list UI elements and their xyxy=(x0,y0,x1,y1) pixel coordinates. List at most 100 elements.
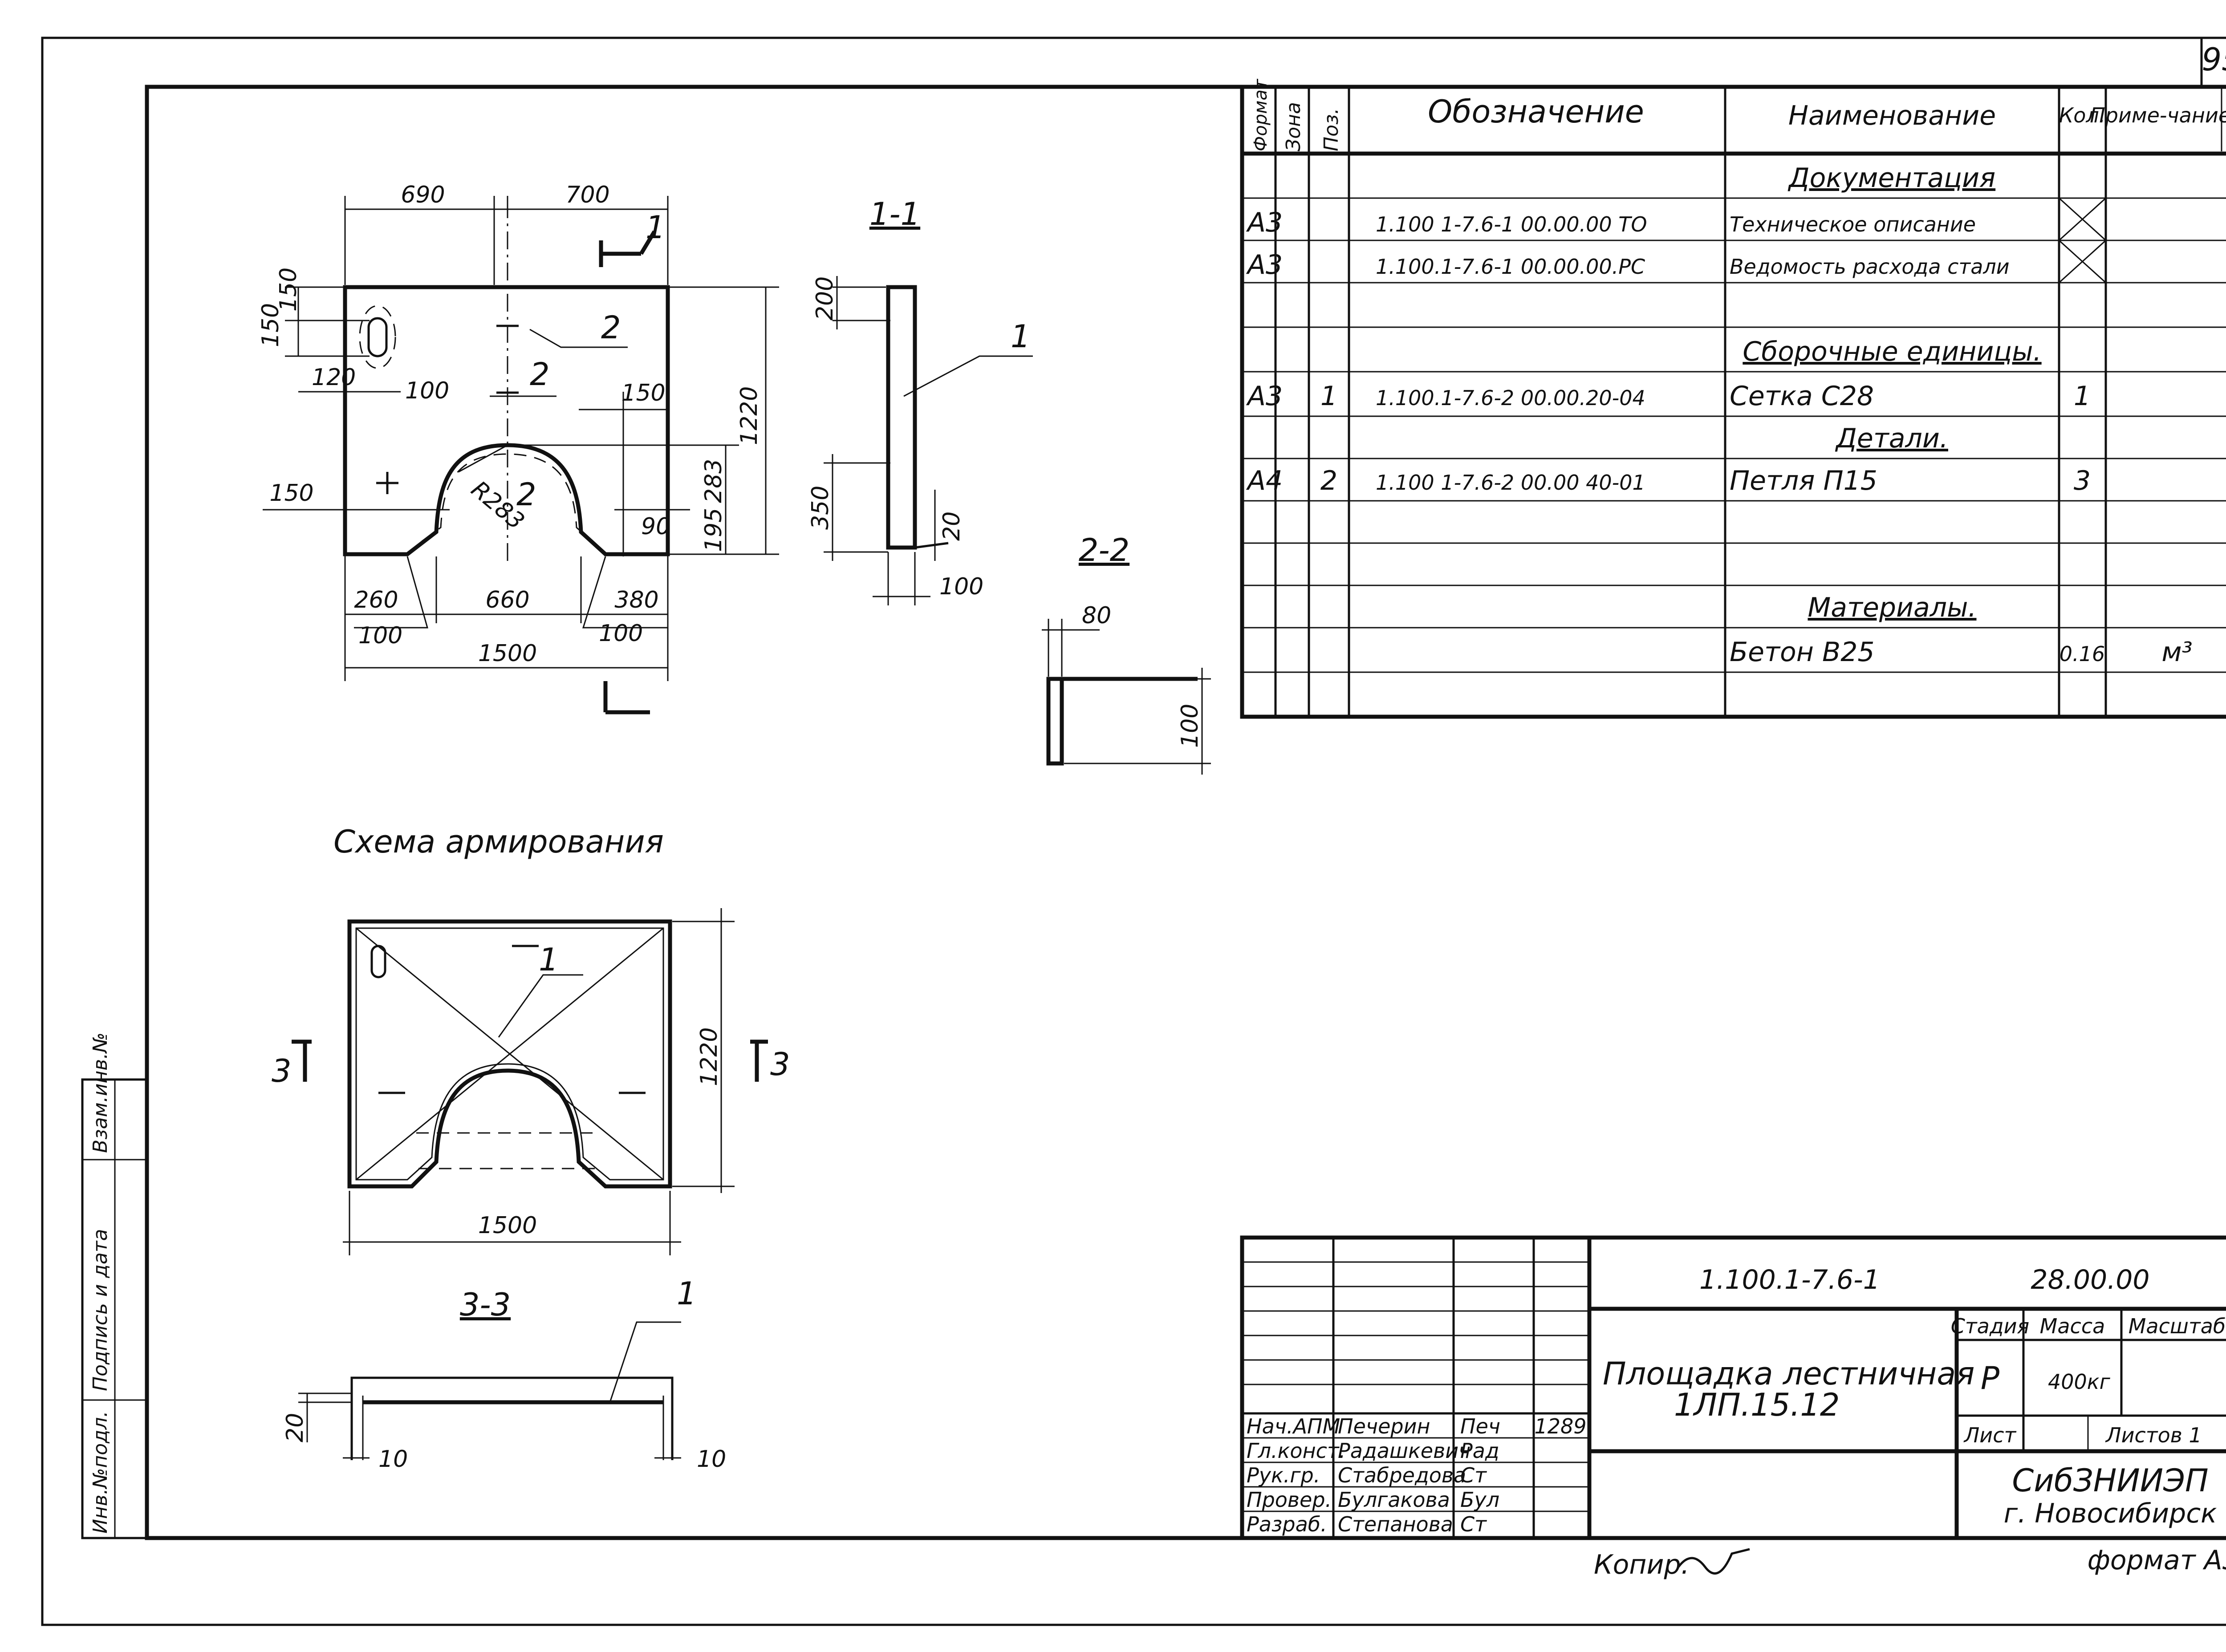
spec-cell-designation: 1.100.1-7.6-2 00.00.20-04 xyxy=(1376,386,1645,410)
dim-150-d: 150 xyxy=(621,380,665,406)
side-inv-no: Инв.№подл. xyxy=(89,1411,112,1534)
cut-mark-3-left xyxy=(292,1039,312,1082)
section-3-3-dim-10-b: 10 xyxy=(697,1446,726,1473)
tb-person: Булгакова xyxy=(1338,1488,1450,1512)
spec-cell-cross xyxy=(2058,239,2107,284)
spec-header-designation: Обозначение xyxy=(1428,93,1644,130)
tb-stage-value: Р xyxy=(1981,1360,2000,1396)
cut-label-3-right: 3 xyxy=(770,1046,790,1083)
section-3-3-dim-20: 20 xyxy=(282,1413,309,1442)
spec-cell-qty: 1 xyxy=(2074,381,2091,412)
tb-role: Разраб. xyxy=(1247,1512,1327,1536)
section-1-1-title: 1-1 xyxy=(869,196,920,232)
tb-sign: Рад xyxy=(1460,1439,1499,1463)
spec-row: А3 1.100.1-7.6-1 00.00.00.РС Ведомость р… xyxy=(1246,239,2107,284)
cut-label-1-top: 1 xyxy=(646,209,666,246)
tb-role-row: Рук.гр. Стабредова Ст xyxy=(1247,1463,1487,1487)
tb-role-row: Провер. Булгакова Бул xyxy=(1247,1488,1499,1512)
section-3-3: 3-3 20 10 10 1 xyxy=(282,1275,726,1473)
scheme-title: Схема армирования xyxy=(333,824,664,860)
spec-row: А3 1.100 1-7.6-1 00.00.00 ТО Техническое… xyxy=(1246,197,2107,241)
plan-small-opening xyxy=(367,317,388,357)
tb-role: Провер. xyxy=(1247,1488,1332,1512)
section-1-1: 1-1 200 350 20 100 1 xyxy=(807,196,1033,605)
format-label: формат А3 xyxy=(2088,1545,2226,1576)
spec-cell-pos: 1 xyxy=(1320,381,1337,412)
spec-cell-qty: 0.16 xyxy=(2059,642,2105,666)
dim-660: 660 xyxy=(485,587,529,613)
spec-row: Бетон В25 0.16 м³ xyxy=(1730,637,2193,668)
tb-person: Печерин xyxy=(1338,1414,1430,1438)
reinforcement-scheme: Схема армирования 1 1220 1500 3 3 xyxy=(272,824,790,1255)
side-sign-date: Подпись и дата xyxy=(89,1229,112,1391)
tb-role: Нач.АПМ xyxy=(1247,1414,1340,1438)
cut-mark-3-right xyxy=(750,1039,768,1082)
spec-header-zone: Зона xyxy=(1282,102,1305,151)
spec-cell-name: Техническое описание xyxy=(1730,212,1976,236)
tb-code: 1.100.1-7.6-1 xyxy=(1699,1264,1880,1295)
spec-cell-designation: 1.100 1-7.6-2 00.00 40-01 xyxy=(1376,471,1645,495)
copy-label: Копир. xyxy=(1594,1549,1690,1580)
spec-cell-format: А3 xyxy=(1246,249,1283,280)
dim-260: 260 xyxy=(354,587,398,613)
spec-row: Детали. xyxy=(1835,423,1948,454)
spec-row: Сборочные единицы. xyxy=(1743,336,2041,367)
spec-table: Формат Зона Поз. Обозначение Наименовани… xyxy=(1240,78,2226,719)
dim-690: 690 xyxy=(401,182,445,208)
plan-pos-2-b: 2 xyxy=(530,356,550,393)
tb-sign: Печ xyxy=(1460,1414,1500,1438)
tb-code-suffix: 28.00.00 xyxy=(2031,1264,2149,1295)
spec-cell-name: Сетка С28 xyxy=(1730,381,1874,412)
spec-header-note: Приме-чание. xyxy=(2090,103,2226,127)
dim-700: 700 xyxy=(565,182,609,208)
spec-row: Материалы. xyxy=(1808,592,1976,623)
spec-header-pos: Поз. xyxy=(1320,108,1343,151)
cut-mark-1-top xyxy=(599,230,656,267)
spec-cell-designation: 1.100 1-7.6-1 00.00.00 ТО xyxy=(1376,212,1647,236)
title-block: 1.100.1-7.6-1 28.00.00 Площадка лестничн… xyxy=(1240,1235,2226,1540)
inner-frame xyxy=(145,85,2226,1540)
tb-date: 1289 xyxy=(1534,1414,1586,1438)
spec-cell-name: Бетон В25 xyxy=(1730,637,1875,668)
dim-100: 100 xyxy=(405,377,449,404)
tb-city: г. Новосибирск xyxy=(2004,1498,2217,1529)
dim-150-b: 150 xyxy=(257,303,284,347)
tb-sign: Ст xyxy=(1460,1512,1487,1536)
spec-cell-format: А3 xyxy=(1246,381,1283,412)
tb-title-line2: 1ЛП.15.12 xyxy=(1674,1387,1840,1423)
dim-195: 195 xyxy=(700,508,727,552)
copy-signature xyxy=(1678,1548,1750,1575)
cut-label-3-left: 3 xyxy=(272,1053,292,1089)
side-stamp: Инв.№подл. Подпись и дата Взам.инв.№ xyxy=(81,1032,148,1539)
scheme-pos: 1 xyxy=(539,942,559,978)
spec-cell-pos: 2 xyxy=(1320,465,1337,496)
spec-cell-name: Петля П15 xyxy=(1730,465,1877,496)
dim-120: 120 xyxy=(312,364,356,391)
spec-row: А3 1 1.100.1-7.6-2 00.00.20-04 Сетка С28… xyxy=(1246,381,2091,412)
section-1-1-dim-350: 350 xyxy=(807,486,834,530)
spec-cell-name: Материалы. xyxy=(1808,592,1976,623)
dim-150-c: 150 xyxy=(269,480,313,507)
dim-1220: 1220 xyxy=(736,386,763,445)
tb-person: Степанова xyxy=(1338,1512,1453,1536)
dim-1500: 1500 xyxy=(478,640,537,667)
tb-role-row: Гл.конст. Радашкевич Рад xyxy=(1247,1439,1499,1463)
section-3-3-pos: 1 xyxy=(677,1275,697,1312)
scheme-dim-1220: 1220 xyxy=(696,1027,723,1086)
spec-cell-designation: 1.100.1-7.6-1 00.00.00.РС xyxy=(1376,255,1645,279)
plan-view: 690 700 1 150 150 120 100 150 2 2 2 150 … xyxy=(257,182,779,714)
spec-row: А4 2 1.100 1-7.6-2 00.00 40-01 Петля П15… xyxy=(1246,465,2091,496)
section-2-2-dim-80: 80 xyxy=(1082,602,1111,629)
dim-283: 283 xyxy=(700,459,727,503)
tb-mass-label: Масса xyxy=(2040,1314,2105,1338)
outer-border xyxy=(41,37,2226,1626)
spec-header-format: Формат xyxy=(1251,78,1271,151)
dim-100-b: 100 xyxy=(358,622,402,649)
spec-cell-name: Детали. xyxy=(1835,423,1948,454)
tb-role: Гл.конст. xyxy=(1247,1439,1345,1463)
dim-90: 90 xyxy=(641,513,670,540)
tb-sign: Ст xyxy=(1460,1463,1487,1487)
spec-cell-format: А3 xyxy=(1246,207,1283,238)
tb-person: Стабредова xyxy=(1338,1463,1466,1487)
spec-header-qty: Кол. xyxy=(2059,103,2106,127)
